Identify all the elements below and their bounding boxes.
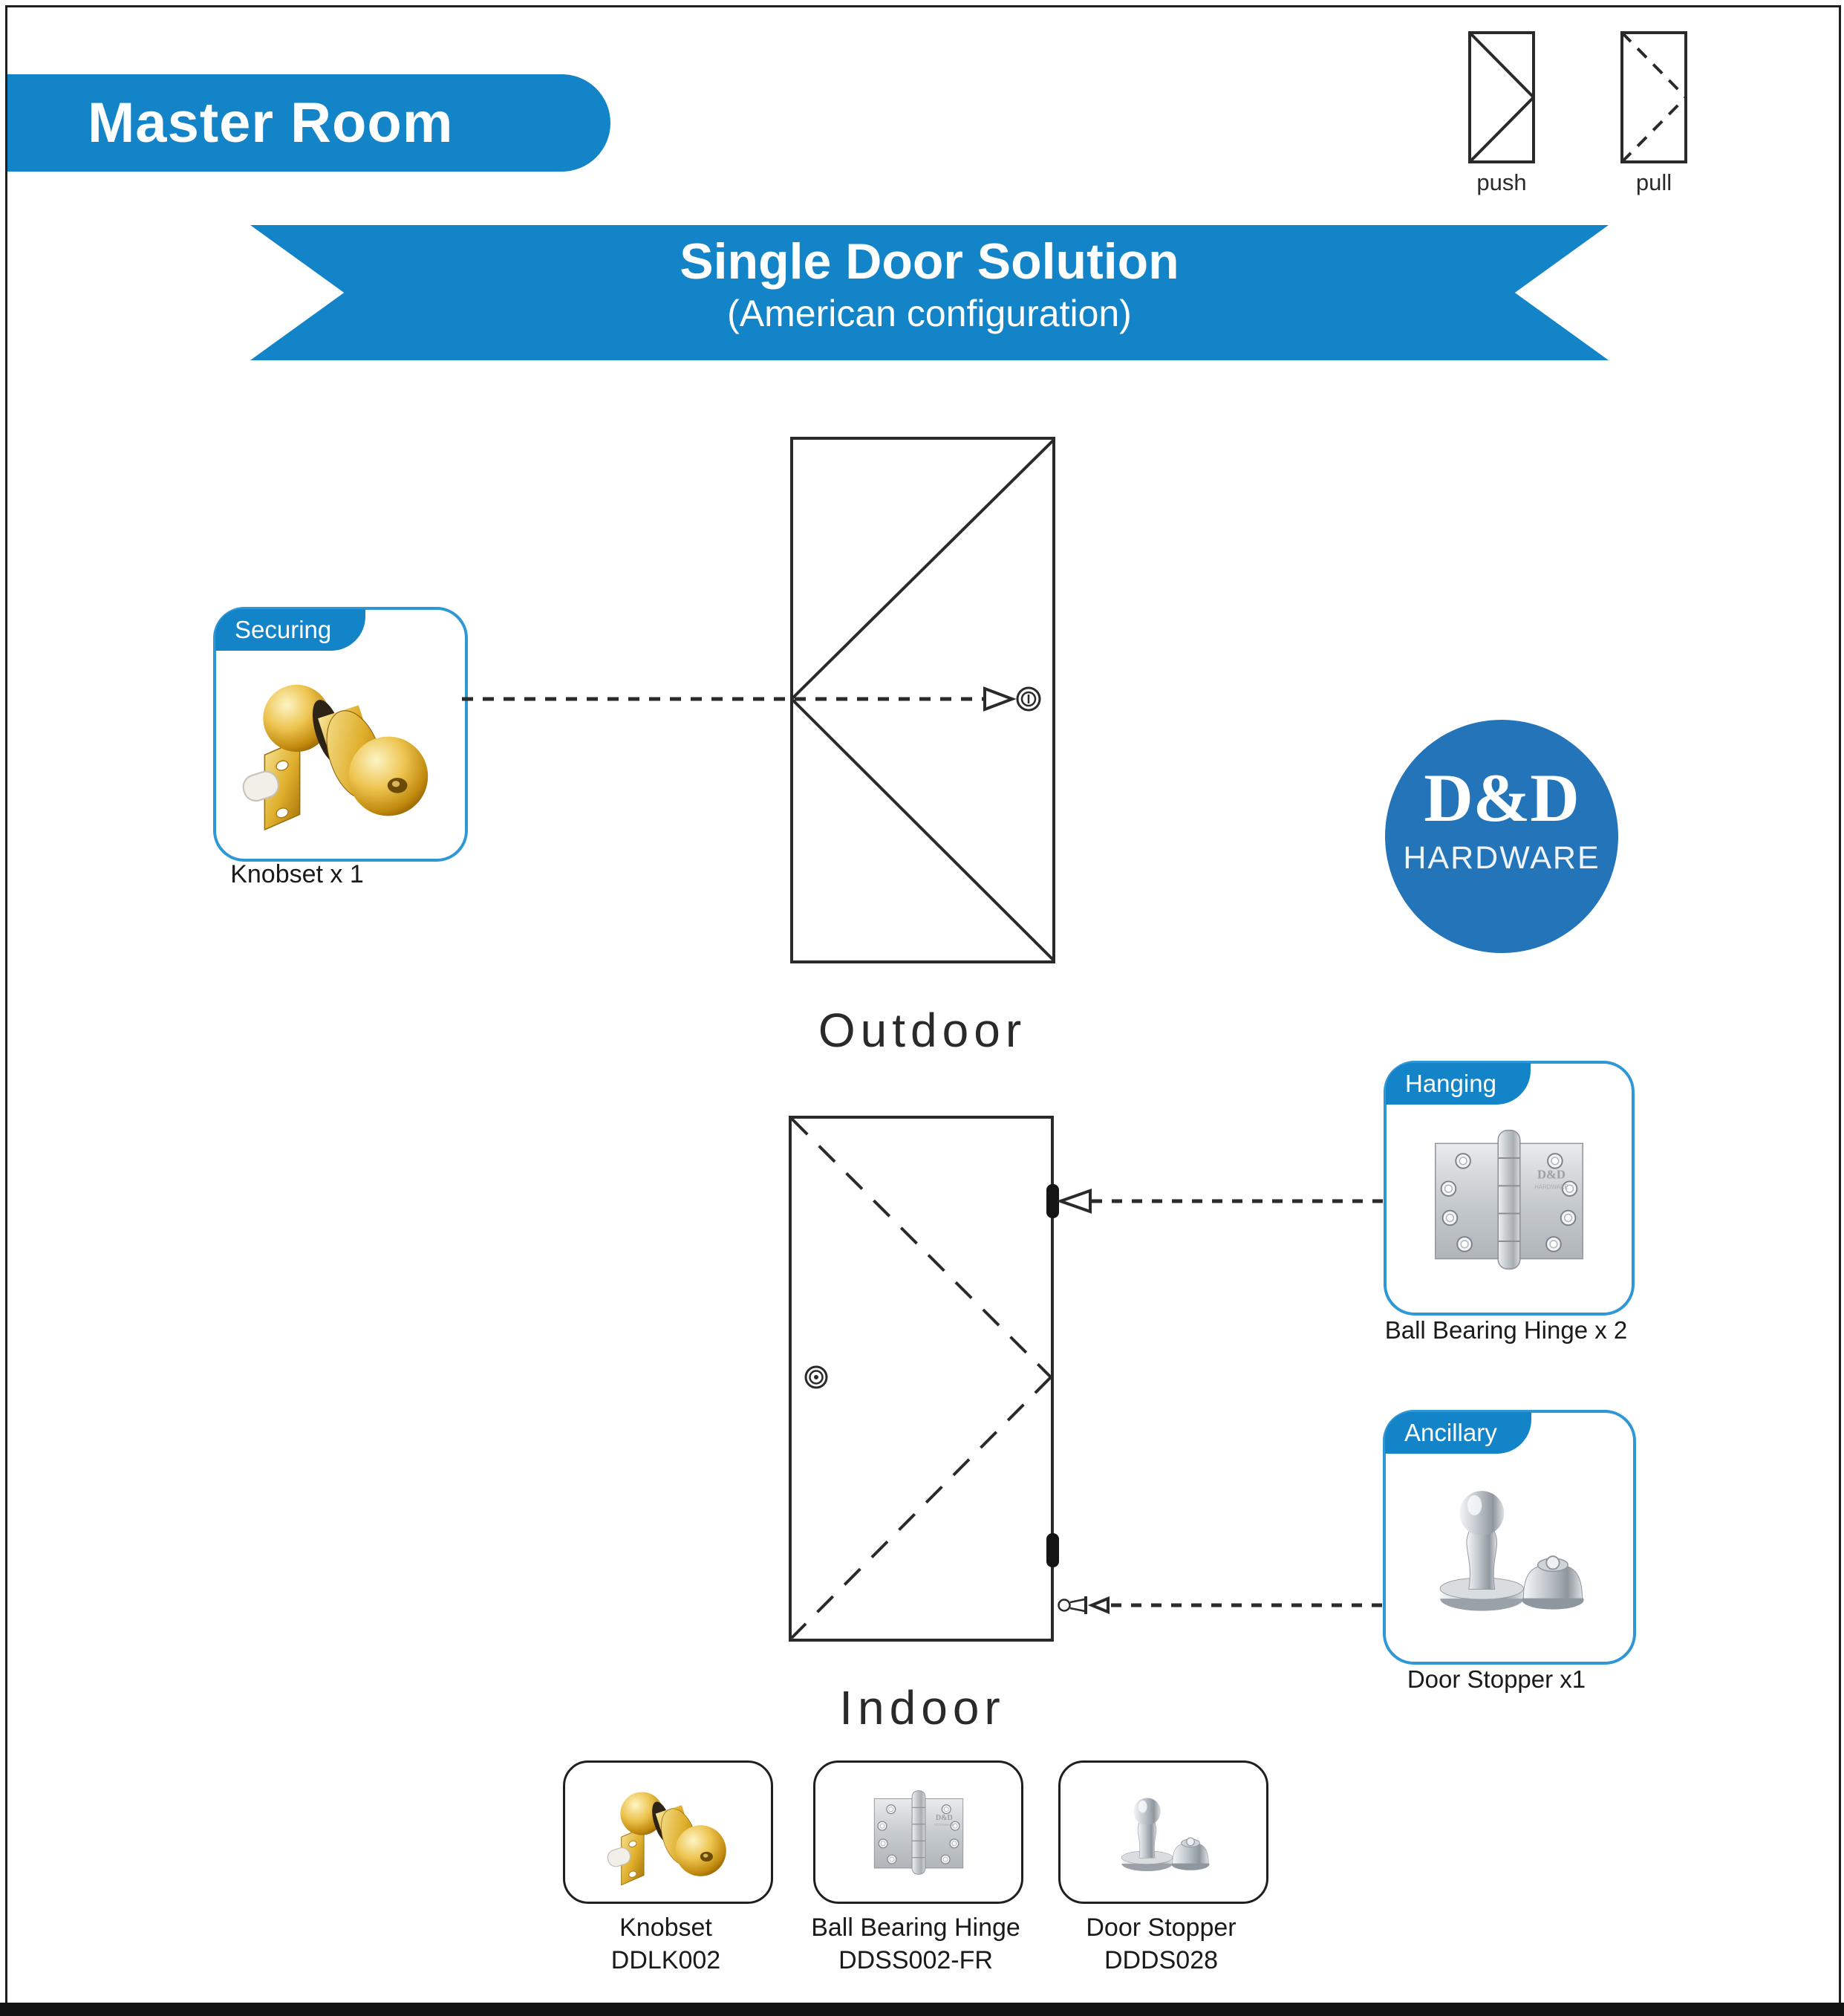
ancillary-caption: Door Stopper x1 xyxy=(1407,1665,1586,1693)
logo-brand-text: D&D xyxy=(1424,760,1580,836)
securing-caption: Knobset x 1 xyxy=(230,860,364,888)
stopper-thumbnail xyxy=(1121,1797,1210,1872)
ribbon-subtitle: (American configuration) xyxy=(727,293,1132,334)
hanging-caption: Ball Bearing Hinge x 2 xyxy=(1384,1316,1628,1344)
hinge-connector-line xyxy=(1058,1189,1384,1214)
indoor-knob-symbol xyxy=(804,1365,828,1389)
indoor-door-diagram xyxy=(789,1116,1059,1642)
outdoor-door-diagram xyxy=(790,437,1055,963)
securing-callout-box: Securing xyxy=(213,607,468,862)
knobset-thumbnail xyxy=(605,1791,726,1886)
product-name: Door Stopper xyxy=(1086,1913,1237,1942)
indoor-label: Indoor xyxy=(839,1681,1006,1734)
bottom-border-bar xyxy=(0,2003,1844,2016)
door-stopper-symbol xyxy=(1058,1596,1087,1614)
arrow-left-icon xyxy=(1058,1189,1092,1214)
summary-box-stopper xyxy=(1058,1760,1268,1904)
product-name: Knobset xyxy=(619,1913,712,1942)
pull-label: pull xyxy=(1635,169,1672,195)
pull-door-icon xyxy=(1620,31,1687,163)
page-border-frame xyxy=(5,5,1841,2006)
knobset-image xyxy=(239,683,429,830)
ancillary-callout-box: Ancillary xyxy=(1383,1410,1636,1665)
title-banner: Master Room xyxy=(7,74,610,172)
hanging-callout-box: Hanging xyxy=(1384,1061,1635,1316)
product-code: DDLK002 xyxy=(610,1946,721,1974)
section-ribbon: Single Door Solution (American configura… xyxy=(250,225,1609,360)
outdoor-knob-symbol xyxy=(1016,686,1041,712)
arrow-right-icon xyxy=(983,686,1017,712)
dd-hardware-logo: D&D HARDWARE xyxy=(1385,720,1618,953)
ancillary-tab: Ancillary xyxy=(1385,1412,1531,1454)
hanging-tab: Hanging xyxy=(1386,1063,1531,1105)
hinge-image xyxy=(1434,1129,1584,1270)
hinge-thumbnail xyxy=(873,1789,963,1875)
door-stopper-image xyxy=(1439,1490,1585,1612)
logo-sub-text: HARDWARE xyxy=(1403,840,1600,876)
securing-tab: Securing xyxy=(215,609,366,651)
summary-box-knobset xyxy=(563,1760,773,1904)
product-code: DDDS028 xyxy=(1104,1946,1219,1974)
page-title: Master Room xyxy=(88,91,454,155)
summary-box-hinge xyxy=(813,1760,1023,1904)
push-door-icon xyxy=(1468,31,1535,163)
product-name: Ball Bearing Hinge xyxy=(811,1913,1020,1942)
top-hinge-mark xyxy=(1046,1184,1059,1218)
ribbon-title: Single Door Solution xyxy=(680,233,1179,290)
product-code: DDSS002-FR xyxy=(838,1946,993,1974)
securing-connector-line xyxy=(462,686,1017,712)
push-label: push xyxy=(1476,169,1527,195)
arrow-left-icon xyxy=(1087,1596,1110,1614)
outdoor-label: Outdoor xyxy=(818,1004,1027,1057)
bottom-hinge-mark xyxy=(1046,1533,1059,1567)
stopper-connector-line xyxy=(1058,1596,1383,1614)
